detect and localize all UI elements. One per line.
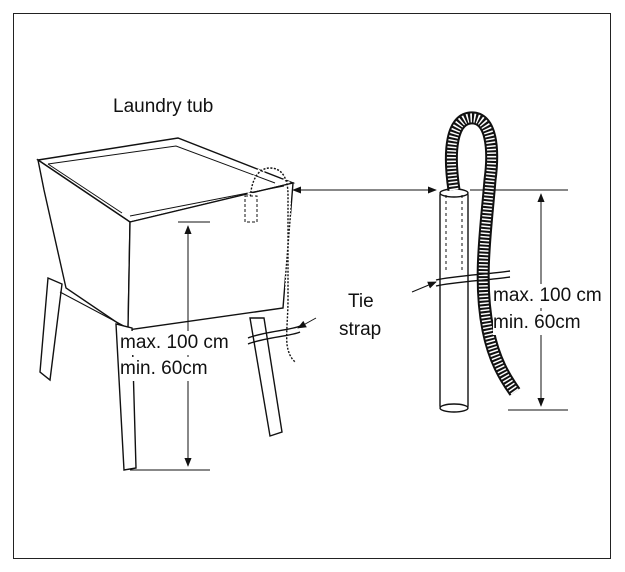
right-max-label: max. 100 cm	[493, 284, 602, 308]
hose-tub	[244, 164, 301, 365]
right-min-label: min. 60cm	[493, 311, 581, 335]
figure-frame	[13, 13, 611, 559]
tie-strap-label-line2: strap	[339, 319, 382, 340]
tie-strap-label-line1: Tie	[348, 291, 374, 312]
standpipe	[435, 111, 521, 413]
left-min-label: min. 60cm	[120, 357, 208, 381]
laundry-tub	[36, 137, 296, 471]
left-max-label: max. 100 cm	[120, 331, 229, 355]
laundry-tub-label: Laundry tub	[113, 96, 214, 117]
